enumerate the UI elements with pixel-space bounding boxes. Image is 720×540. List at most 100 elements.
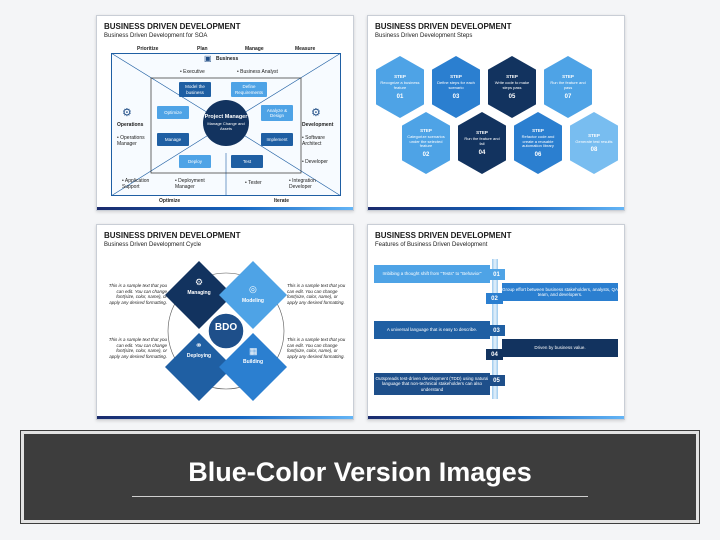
step-label: STEP (588, 132, 600, 138)
slide-cycle[interactable]: BUSINESS DRIVEN DEVELOPMENT Business Dri… (96, 224, 354, 420)
modeling-icon: ◎ (249, 284, 257, 294)
feature-bar-03[interactable]: A universal language that is easy to des… (374, 321, 490, 339)
project-manager-circle[interactable]: Project Manager Manage Change and Assets (203, 100, 249, 146)
slide-title: BUSINESS DRIVEN DEVELOPMENT (375, 231, 512, 240)
box-implement[interactable]: Implement (261, 133, 293, 146)
deploying-icon: ⚭ (195, 340, 203, 350)
role-deployment-manager: • Deployment Manager (175, 178, 205, 190)
role-tester-text: Tester (248, 180, 262, 186)
step-number: 08 (590, 147, 598, 154)
role-deployment-manager-text: Deployment Manager (175, 178, 205, 190)
feature-bar-04[interactable]: Driven by business value. (502, 339, 618, 357)
feature-number-01: 01 (488, 269, 505, 280)
step-text: Run the feature and fail (464, 136, 500, 146)
cycle-diagram (165, 261, 287, 401)
step-hex-02[interactable]: STEP Categorize scenarios under the sele… (402, 112, 450, 174)
box-analyze-design[interactable]: Analyze & Design (261, 105, 293, 121)
step-number: 02 (422, 151, 430, 158)
center-title: Project Manager (204, 114, 248, 121)
slide-footer-bar (368, 416, 624, 419)
role-operations-manager-text: Operations Manager (117, 135, 145, 147)
feature-number-03: 03 (488, 325, 505, 336)
step-number: 01 (396, 93, 404, 100)
step-label: STEP (394, 74, 406, 80)
feature-bar-01[interactable]: Imbibing a thought shift from "Tests" to… (374, 265, 490, 283)
slide-title: BUSINESS DRIVEN DEVELOPMENT (104, 22, 241, 31)
slide-footer-bar (97, 416, 353, 419)
label-deploying: Deploying (186, 353, 212, 359)
step-text: Categorize scenarios under the selected … (407, 134, 445, 149)
label-operations: Operations (117, 122, 144, 128)
label-prioritize: Prioritize (137, 46, 159, 52)
slide-features[interactable]: BUSINESS DRIVEN DEVELOPMENT Features of … (367, 224, 625, 420)
step-text: Recognize a business feature (380, 80, 420, 90)
label-manage: Manage (245, 46, 264, 52)
banner-underline (132, 496, 588, 497)
step-label: STEP (476, 130, 488, 136)
step-text: Refactor code and create a reusable auto… (521, 134, 555, 149)
role-executive: • Executive (180, 69, 205, 75)
box-optimize[interactable]: Optimize (157, 106, 189, 119)
development-gear-icon: ⚙ (311, 107, 321, 119)
role-developer-text: Developer (305, 159, 328, 165)
sample-text-bottom-left: This is a sample text that you can edit.… (108, 337, 167, 359)
role-business-analyst-text: Business Analyst (240, 69, 278, 75)
step-number: 03 (452, 93, 460, 100)
label-measure: Measure (295, 46, 316, 52)
operations-gear-icon: ⚙ (122, 107, 132, 119)
step-number: 05 (508, 93, 516, 100)
label-modeling: Modeling (242, 298, 264, 304)
slide-soa[interactable]: BUSINESS DRIVEN DEVELOPMENT Business Dri… (96, 15, 354, 211)
feature-number-02: 02 (486, 293, 503, 304)
feature-number-05: 05 (488, 375, 505, 386)
banner-title: Blue-Color Version Images (188, 457, 532, 487)
role-operations-manager: • Operations Manager (117, 135, 145, 147)
step-hex-04[interactable]: STEP Run the feature and fail 04 (458, 112, 506, 174)
box-define-requirements[interactable]: Define Requirements (231, 82, 267, 97)
label-iterate: Iterate (274, 198, 290, 204)
step-number: 07 (564, 93, 572, 100)
step-hex-05[interactable]: STEP Write code to make steps pass 05 (488, 56, 536, 118)
role-developer: • Developer (302, 159, 328, 165)
cycle-center-label: BDO (214, 322, 238, 333)
building-icon: ▦ (249, 346, 258, 356)
step-number: 04 (478, 149, 486, 156)
label-development: Development (302, 122, 334, 128)
sample-text-bottom-right: This is a sample text that you can edit.… (287, 337, 346, 359)
slide-subtitle: Business Driven Development Cycle (104, 242, 202, 248)
step-label: STEP (420, 128, 432, 134)
box-model-business[interactable]: Model the business (179, 82, 211, 97)
feature-bar-05[interactable]: Outspreads test-driven development (TDD)… (374, 373, 490, 395)
version-banner: Blue-Color Version Images (21, 431, 699, 523)
feature-number-04: 04 (486, 349, 503, 360)
step-hex-03[interactable]: STEP Define steps for each scenario 03 (432, 56, 480, 118)
step-hex-08[interactable]: STEP Generate test results 08 (570, 112, 618, 174)
slide-steps[interactable]: BUSINESS DRIVEN DEVELOPMENT Business Dri… (367, 15, 625, 211)
step-hex-06[interactable]: STEP Refactor code and create a reusable… (514, 112, 562, 174)
step-text: Write code to make steps pass (494, 80, 530, 90)
briefcase-icon: ▣ (204, 54, 212, 63)
box-test[interactable]: Test (231, 155, 263, 168)
sample-text-top-left: This is a sample text that you can edit.… (108, 283, 167, 305)
slide-title: BUSINESS DRIVEN DEVELOPMENT (104, 231, 241, 240)
slide-footer-bar (368, 207, 624, 210)
step-label: STEP (562, 74, 574, 80)
step-label: STEP (506, 74, 518, 80)
feature-bar-02[interactable]: Group effort between business stakeholde… (502, 283, 618, 301)
step-hex-07[interactable]: STEP Run the feature and pass 07 (544, 56, 592, 118)
role-application-support-text: Application Support (122, 178, 150, 190)
center-subtitle: Manage Change and Assets (207, 121, 245, 132)
label-optimize: Optimize (159, 198, 181, 204)
slide-title: BUSINESS DRIVEN DEVELOPMENT (375, 22, 512, 31)
role-tester: • Tester (245, 180, 262, 186)
box-deploy[interactable]: Deploy (179, 155, 211, 168)
step-hex-01[interactable]: STEP Recognize a business feature 01 (376, 56, 424, 118)
slide-subtitle: Features of Business Driven Development (375, 242, 488, 248)
role-application-support: • Application Support (122, 178, 150, 190)
box-manage[interactable]: Manage (157, 133, 189, 146)
label-plan: Plan (197, 46, 208, 52)
slide-footer-bar (97, 207, 353, 210)
role-software-architect: • Software Architect (302, 135, 325, 147)
label-managing: Managing (187, 290, 211, 296)
